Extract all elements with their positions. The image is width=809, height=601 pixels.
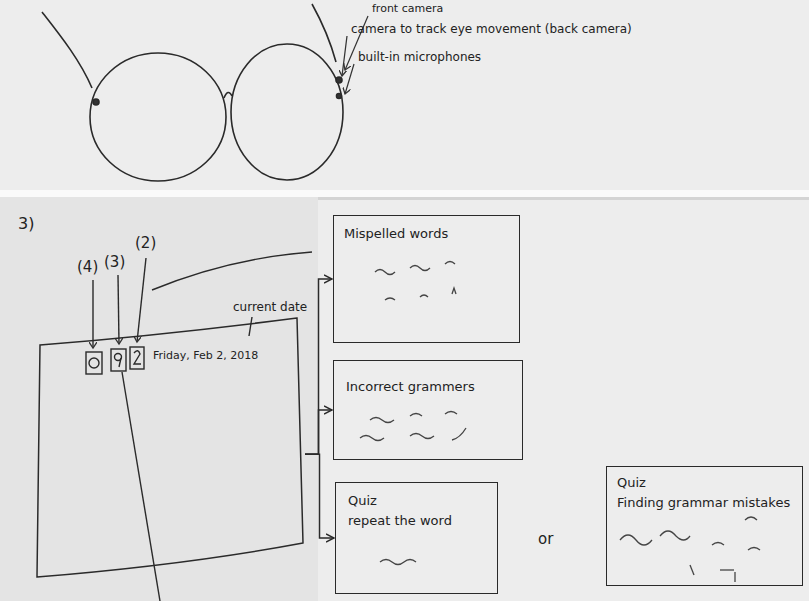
annotation: camera to track eye movement (back camer… — [351, 22, 632, 36]
box-text: Mispelled words — [344, 226, 448, 242]
callout-number: (3) — [104, 253, 125, 271]
glasses-drawing — [42, 4, 343, 181]
box-text: repeat the word — [348, 513, 452, 529]
callout-number: (4) — [77, 258, 98, 276]
annotation: built-in microphones — [358, 50, 481, 64]
callout-number: (2) — [135, 234, 156, 252]
annotation: current date — [233, 300, 307, 314]
box-heading: Quiz — [348, 493, 377, 509]
feedback-box: Incorrect grammers — [333, 360, 523, 460]
box-text: Incorrect grammers — [346, 379, 475, 395]
connector-word: or — [538, 530, 553, 548]
panel-divider — [0, 190, 809, 197]
annotation: front camera — [372, 2, 443, 15]
text-squiggles — [360, 262, 760, 583]
flow-connector — [305, 279, 332, 454]
flow-connector — [305, 454, 334, 538]
quiz-box: QuizFinding grammar mistakes — [606, 466, 803, 586]
quiz-box: Quiz repeat the word — [335, 482, 498, 594]
box-text: Friday, Feb 2, 2018 — [153, 349, 258, 363]
lens-display: Friday, Feb 2, 2018 — [35, 315, 305, 583]
paper-panel — [0, 0, 809, 190]
step-number: 3) — [18, 214, 34, 233]
callout-leaders — [93, 252, 312, 601]
status-icons — [86, 347, 144, 374]
paper-panel — [0, 197, 318, 601]
flow-connector — [305, 410, 332, 454]
box-heading: Quiz — [617, 475, 646, 491]
paper-panel — [318, 200, 809, 601]
box-text: Finding grammar mistakes — [617, 495, 790, 511]
feedback-box: Mispelled words — [333, 215, 520, 343]
